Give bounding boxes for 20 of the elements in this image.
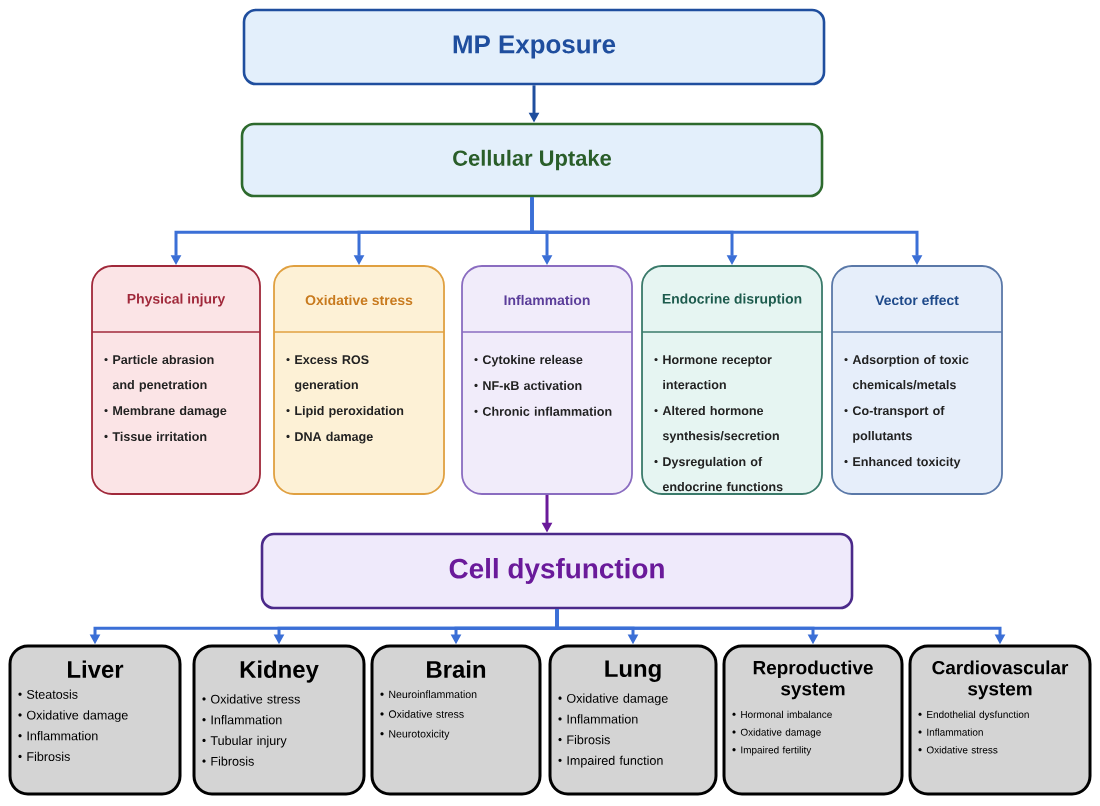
- organ-name: Kidney: [240, 660, 319, 683]
- organ-box: [370, 644, 542, 796]
- organ-box: [548, 644, 718, 796]
- mechanism-box: [641, 265, 823, 495]
- organ-name: Cardiovascular system: [932, 660, 1069, 700]
- title-box: Cell dysfunction: [260, 532, 854, 610]
- organ-box: [192, 644, 366, 796]
- organ-box: [722, 644, 904, 796]
- mechanism-box: [461, 265, 633, 495]
- mechanism-box: [831, 265, 1003, 495]
- organ-name: Lung: [605, 660, 661, 682]
- organ-name: Liver: [68, 660, 124, 678]
- title-box: MP Exposure: [242, 8, 826, 86]
- title-box: Cellular Uptake: [240, 122, 824, 198]
- organ-name: Brain: [427, 660, 486, 678]
- organ-box: [908, 644, 1092, 796]
- organ-name: Reproductive system: [753, 660, 873, 700]
- mechanism-box: [273, 265, 445, 495]
- mechanism-box: [91, 265, 261, 495]
- organ-box: [8, 644, 182, 796]
